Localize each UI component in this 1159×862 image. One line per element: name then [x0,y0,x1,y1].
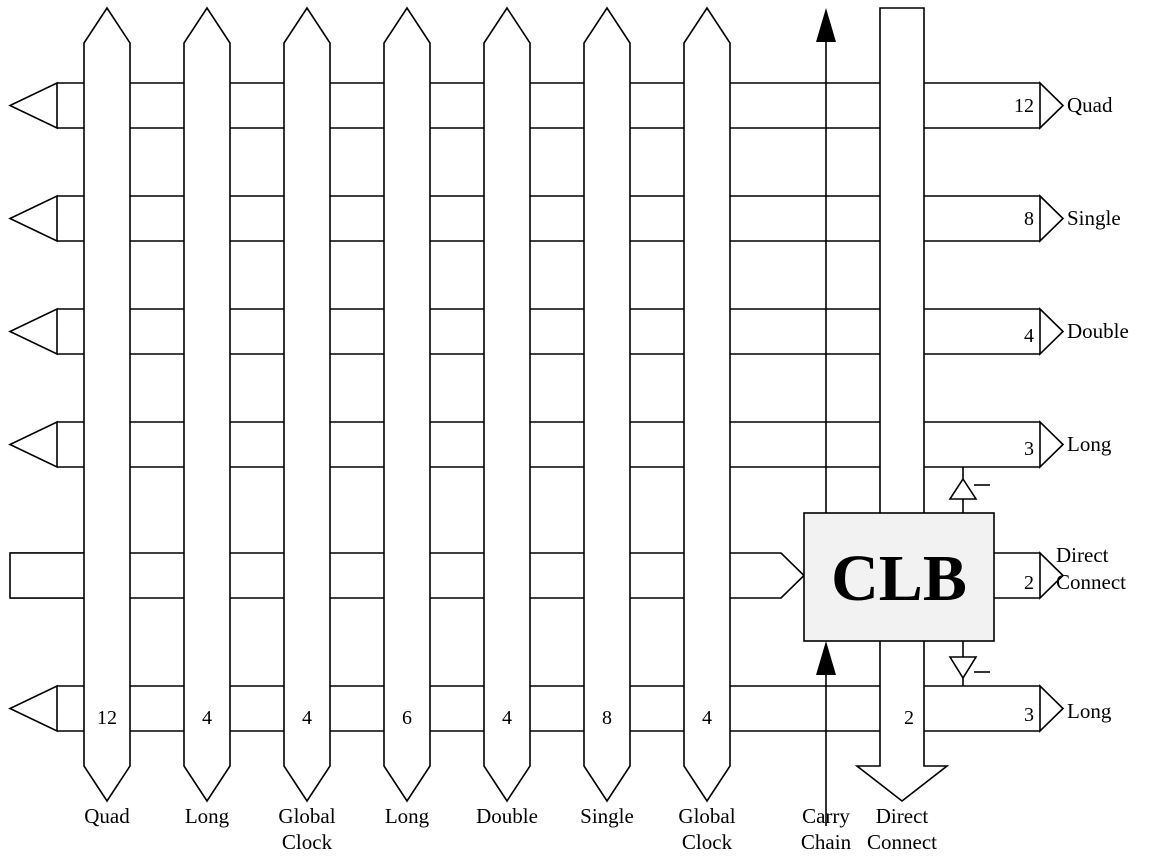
direct-connect-vertical-label: Direct [876,804,929,828]
clb-block [803,512,995,642]
quad-left-arrowhead [8,81,58,130]
single-right-arrowhead [1039,194,1065,243]
long-bottom-right-arrowhead [1039,684,1065,733]
left-bus-ends [8,81,85,733]
global-clock-1-vertical-width: 4 [302,707,312,729]
quad-vertical-bus [83,6,131,803]
global-clock-2-vertical-width: 4 [702,707,712,729]
single-vertical-bus [583,6,631,803]
global-clock-2-vertical-label: Clock [682,830,733,854]
lower-buffer [948,656,978,680]
global-clock-vertical-bus-2 [683,6,731,803]
quad-horizontal-width: 12 [1014,95,1034,117]
single-vertical-label: Single [580,804,634,828]
single-horizontal-width: 8 [1024,208,1034,230]
bus-labels: 12Quad4Long4GlobalClock6Long4Double8Sing… [84,93,1129,854]
global-clock-vertical-bus-1 [283,6,331,803]
long-top-horizontal-label: Long [1067,432,1112,456]
carry-chain-out-arrowhead [816,8,836,42]
long-vertical-bus-2 [383,6,431,803]
long-bottom-horizontal-label: Long [1067,699,1112,723]
direct-connect-horizontal-label: Connect [1056,570,1126,594]
direct-connect-right-arrowhead [1039,551,1065,600]
long-vertical-bus-1 [183,6,231,803]
double-left-arrowhead [8,307,58,356]
global-clock-2-vertical-label: Global [678,804,735,828]
vertical-bus-arrows [83,6,950,803]
quad-vertical-width: 12 [97,707,117,729]
carry-chain-vertical-label: Carry [802,804,850,828]
single-left-arrowhead [8,194,58,243]
direct-connect-left-stub [9,552,85,599]
quad-right-arrowhead [1039,81,1065,130]
global-clock-1-vertical-label: Clock [282,830,333,854]
double-vertical-width: 4 [502,707,512,729]
tristate-buffers [948,467,990,686]
long-top-left-arrowhead [8,420,58,469]
long-top-right-arrowhead [1039,420,1065,469]
quad-horizontal-label: Quad [1067,93,1113,117]
direct-connect-vertical-bus [854,7,950,803]
single-horizontal-label: Single [1067,206,1121,230]
clb-label: CLB [831,542,967,615]
long-bottom-horizontal-width: 3 [1024,704,1034,726]
long-bottom-left-arrowhead [8,684,58,733]
clb-input-arrow [772,552,806,599]
direct-connect-vertical-width: 2 [904,707,914,729]
direct-connect-horizontal-width: 2 [1024,572,1034,594]
long-1-vertical-label: Long [185,804,230,828]
double-vertical-bus [483,6,531,803]
right-bus-ends [1039,81,1065,733]
double-vertical-label: Double [476,804,538,828]
double-right-arrowhead [1039,307,1065,356]
double-horizontal-label: Double [1067,319,1129,343]
quad-vertical-label: Quad [84,804,130,828]
global-clock-1-vertical-label: Global [278,804,335,828]
direct-connect-vertical-label: Connect [867,830,937,854]
long-2-vertical-label: Long [385,804,430,828]
direct-connect-horizontal-label: Direct [1056,543,1109,567]
long-1-vertical-width: 4 [202,707,212,729]
upper-buffer [948,477,978,500]
long-top-horizontal-width: 3 [1024,438,1034,460]
long-2-vertical-width: 6 [402,707,412,729]
horizontal-bus-lines [10,82,1040,732]
carry-chain-vertical-label: Chain [801,830,852,854]
double-horizontal-width: 4 [1024,325,1034,347]
carry-chain-in-arrowhead [816,641,836,675]
single-vertical-width: 8 [602,707,612,729]
carry-chain [816,8,836,826]
